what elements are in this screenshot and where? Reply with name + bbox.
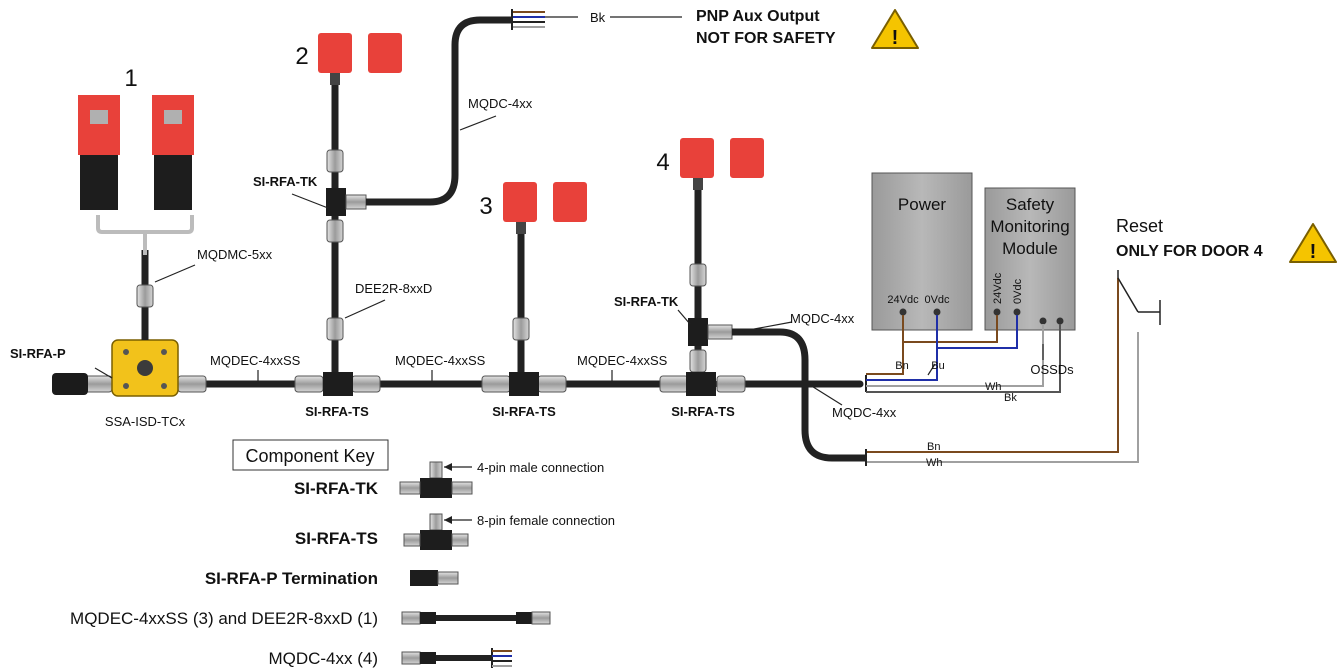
si-rfa-tk-tee-door2 [326,188,367,216]
key-title: Component Key [245,446,374,466]
key-mqdec-label: MQDEC-4xxSS (3) and DEE2R-8xxD (1) [70,609,378,628]
key-mqdc-label: MQDC-4xx (4) [268,649,378,668]
component-key: Component Key 4-pin male connection SI-R… [70,439,615,668]
aux-line1: PNP Aux Output [696,8,820,25]
ssa-isd-tcx-module [111,339,179,397]
reset-wiring [865,278,1139,466]
ssa-label: SSA-ISD-TCx [105,414,186,429]
door1-number: 1 [124,65,137,92]
key-male-label: 4-pin male connection [477,460,604,475]
door2-sensor-and-actuator [318,33,402,85]
si-rfa-ts-label-3: SI-RFA-TS [671,404,735,419]
mqdec-label-1: MQDEC-4xxSS [210,353,301,368]
power-24vdc-label: 24Vdc [887,294,919,306]
mqdc-top-label: MQDC-4xx [468,96,533,111]
wire-bn2-label: Bn [927,441,940,453]
power-0vdc-label: 0Vdc [924,294,950,306]
ossds-label: OSSDs [1030,362,1074,377]
si-rfa-tk-label-1: SI-RFA-TK [253,174,318,189]
wire-bk-label: Bk [1004,392,1017,404]
wire-bu-label: Bu [931,360,944,372]
door4-number: 4 [656,149,669,176]
si-rfa-p-termination [52,373,88,395]
key-ts-label: SI-RFA-TS [295,529,378,548]
mqdec-label-3: MQDEC-4xxSS [577,353,668,368]
wire-wh-label: Wh [985,381,1002,393]
mqdc-right-bottom-label: MQDC-4xx [832,405,897,420]
mqdc-right-top-label: MQDC-4xx [790,311,855,326]
reset-note: ONLY FOR DOOR 4 [1116,243,1263,260]
reset-switch-symbol [1117,270,1161,325]
mqdmc-label: MQDMC-5xx [197,247,273,262]
smm-0vdc-label: 0Vdc [1012,278,1024,304]
smm-24vdc-label: 24Vdc [992,272,1004,304]
door1-cable [96,215,194,340]
smm-line1: Safety [1006,195,1055,214]
smm-line2: Monitoring [990,217,1069,236]
si-rfa-ts-tees [323,372,716,396]
reset-label: Reset [1116,216,1163,236]
key-female-label: 8-pin female connection [477,513,615,528]
reset-cable [732,328,866,462]
key-p-label: SI-RFA-P Termination [205,569,378,588]
aux-cable-pigtails [511,9,545,30]
si-rfa-tk-tee-door4 [688,318,733,346]
aux-warning-icon: ! [871,9,919,49]
aux-output-cable [366,16,512,206]
key-tk-label: SI-RFA-TK [294,479,379,498]
door4-connectors [689,263,707,373]
door3-connector [512,317,530,341]
door2-connectors [326,149,344,341]
safety-monitoring-module-box: Safety Monitoring Module 24Vdc 0Vdc [984,187,1076,331]
aux-line2: NOT FOR SAFETY [696,30,836,47]
door4-sensor-and-actuator [680,138,764,190]
power-supply-box: Power 24Vdc 0Vdc [871,172,973,331]
svg-text:!: ! [1310,241,1317,263]
door3-number: 3 [479,193,492,220]
si-rfa-ts-label-1: SI-RFA-TS [305,404,369,419]
si-rfa-p-label: SI-RFA-P [10,346,66,361]
door1-interlocks [78,95,194,210]
si-rfa-ts-label-2: SI-RFA-TS [492,404,556,419]
leader-lines [94,115,936,406]
si-rfa-tk-label-2: SI-RFA-TK [614,294,679,309]
aux-bk-label: Bk [590,10,606,25]
trunk-connectors [83,375,746,393]
mqdec-label-2: MQDEC-4xxSS [395,353,486,368]
dee2r-label: DEE2R-8xxD [355,281,432,296]
svg-text:!: ! [892,27,899,49]
door3-sensor-and-actuator [503,182,587,234]
wire-wh2-label: Wh [926,457,943,469]
door2-number: 2 [295,43,308,70]
wire-bn-label: Bn [895,360,908,372]
power-title: Power [898,195,947,214]
smm-line3: Module [1002,239,1058,258]
reset-warning-icon: ! [1289,223,1337,263]
